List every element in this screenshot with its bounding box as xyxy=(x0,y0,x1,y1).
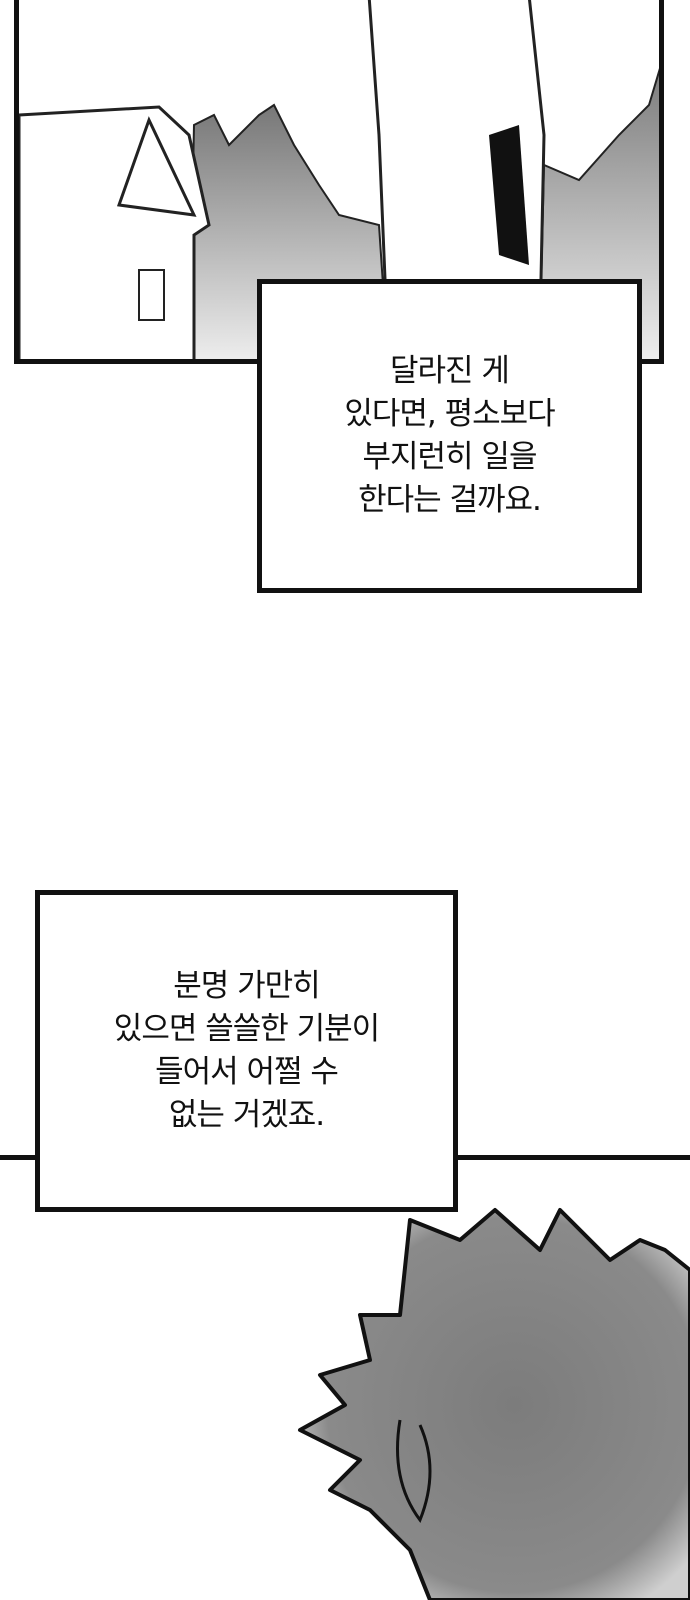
house-gable xyxy=(116,116,197,217)
caption-line: 분명 가만히 xyxy=(173,968,320,1004)
caption-line: 있으면 쓸쓸한 기분이 xyxy=(113,1011,380,1047)
caption-line: 한다는 걸까요. xyxy=(358,482,542,518)
caption-line: 부지런히 일을 xyxy=(362,439,538,475)
character-hair-illustration xyxy=(298,1208,690,1600)
house xyxy=(19,105,211,359)
caption-text-2: 분명 가만히 있으면 쓸쓸한 기분이 들어서 어쩔 수 없는 거겠죠. xyxy=(113,965,380,1137)
caption-text-1: 달라진 게 있다면, 평소보다 부지런히 일을 한다는 걸까요. xyxy=(344,350,555,522)
caption-line: 달라진 게 xyxy=(390,353,510,389)
character-legs xyxy=(367,0,546,359)
character-legs-shadow xyxy=(489,125,529,265)
spiky-hair xyxy=(298,1208,690,1600)
ear-outline xyxy=(396,1419,432,1524)
caption-box-1: 달라진 게 있다면, 평소보다 부지런히 일을 한다는 걸까요. xyxy=(257,279,642,593)
caption-line: 없는 거겠죠. xyxy=(168,1097,325,1133)
caption-line: 있다면, 평소보다 xyxy=(344,396,555,432)
caption-box-2: 분명 가만히 있으면 쓸쓸한 기분이 들어서 어쩔 수 없는 거겠죠. xyxy=(35,890,458,1212)
caption-line: 들어서 어쩔 수 xyxy=(155,1054,339,1090)
house-window xyxy=(138,269,165,321)
